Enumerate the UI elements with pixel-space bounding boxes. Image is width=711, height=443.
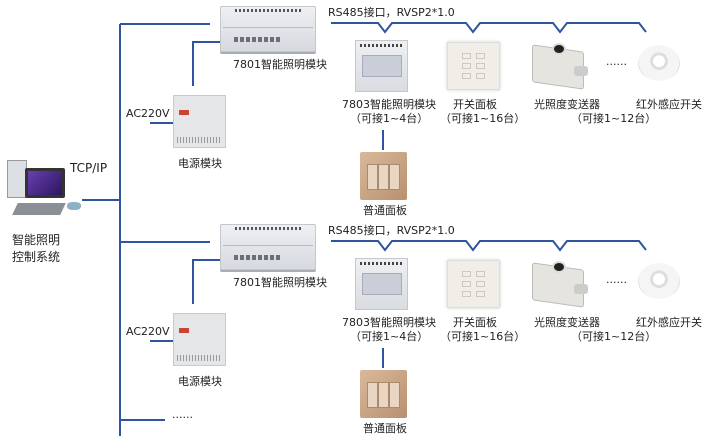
bus-label: RS485接口，RVSP2*1.0 xyxy=(328,224,455,237)
main-module-label: 7801智能照明模块 xyxy=(233,58,327,71)
sub-module-note: （可接1~4台） xyxy=(350,330,429,343)
computer-icon xyxy=(5,158,85,224)
power-module-label: 电源模块 xyxy=(178,375,222,388)
plain-panel-label: 普通面板 xyxy=(363,204,407,217)
plain-panel-image xyxy=(360,152,407,200)
lux-sensor-note: （可接1~12台） xyxy=(571,330,657,343)
power-input-label: AC220V xyxy=(126,107,170,120)
switch-panel-label: 开关面板 xyxy=(453,98,497,111)
more-groups-ellipsis: ...... xyxy=(172,408,193,421)
plain-panel-image xyxy=(360,370,407,418)
system-label-2: 控制系统 xyxy=(12,250,61,264)
bus-label: RS485接口，RVSP2*1.0 xyxy=(328,6,455,19)
ir-switch-label: 红外感应开关 xyxy=(636,316,702,329)
7803-module-image xyxy=(355,258,408,310)
7801-module-image xyxy=(220,6,316,52)
lighting-group: 7801智能照明模块 AC220V 电源模块 RS485接口，RVSP2*1.0… xyxy=(0,218,711,438)
sub-module-note: （可接1~4台） xyxy=(350,112,429,125)
switch-panel-label: 开关面板 xyxy=(453,316,497,329)
7803-module-image xyxy=(355,40,408,92)
protocol-label: TCP/IP xyxy=(70,161,108,175)
switch-panel-note: （可接1~16台） xyxy=(440,330,526,343)
device-ellipsis: ...... xyxy=(606,55,627,68)
system-label-1: 智能照明 xyxy=(12,233,61,247)
power-module-label: 电源模块 xyxy=(178,157,222,170)
switch-panel-image xyxy=(447,42,500,90)
group-wires xyxy=(120,22,647,150)
lux-sensor-image xyxy=(530,258,590,308)
lux-sensor-label: 光照度变送器 xyxy=(534,316,600,329)
7801-module-image xyxy=(220,224,316,270)
switch-panel-note: （可接1~16台） xyxy=(440,112,526,125)
ir-sensor-image xyxy=(638,263,680,299)
main-module-label: 7801智能照明模块 xyxy=(233,276,327,289)
lux-sensor-label: 光照度变送器 xyxy=(534,98,600,111)
power-input-label: AC220V xyxy=(126,325,170,338)
ir-switch-label: 红外感应开关 xyxy=(636,98,702,111)
plain-panel-label: 普通面板 xyxy=(363,422,407,435)
switch-panel-image xyxy=(447,260,500,308)
sub-module-label: 7803智能照明模块 xyxy=(342,316,436,329)
power-module-image xyxy=(173,95,226,148)
ir-sensor-image xyxy=(638,45,680,81)
device-ellipsis: ...... xyxy=(606,273,627,286)
power-module-image xyxy=(173,313,226,366)
lux-sensor-note: （可接1~12台） xyxy=(571,112,657,125)
group-wires xyxy=(120,240,647,368)
lighting-group: 7801智能照明模块 AC220V 电源模块 RS485接口，RVSP2*1.0… xyxy=(0,0,711,220)
sub-module-label: 7803智能照明模块 xyxy=(342,98,436,111)
lux-sensor-image xyxy=(530,40,590,90)
